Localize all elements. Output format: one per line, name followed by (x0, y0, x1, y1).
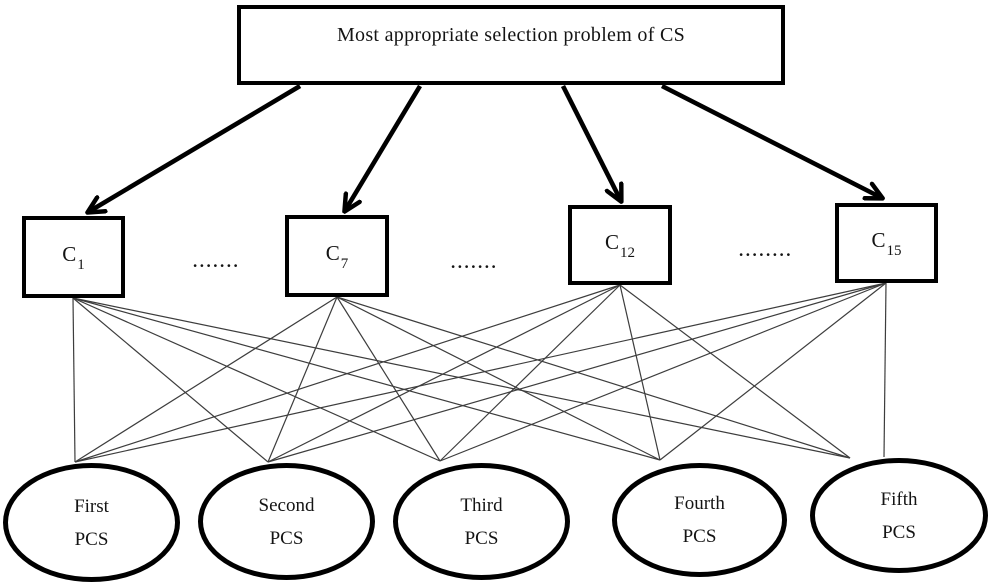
goal-criterion-arrows (90, 83, 880, 211)
alternative-label-line1: Third (460, 494, 503, 516)
criterion-alternative-links (72, 282, 887, 463)
criterion-pcs-link (267, 284, 621, 463)
ellipsis-separator: ....... (193, 252, 241, 271)
criterion-pcs-link (336, 296, 441, 462)
criterion-node-c12: C12 (568, 205, 672, 285)
criterion-pcs-link (74, 284, 621, 463)
criterion-label: C7 (325, 241, 349, 272)
criterion-pcs-link (72, 297, 76, 463)
criterion-pcs-link (267, 296, 338, 463)
criterion-subscript: 7 (340, 255, 349, 272)
goal-to-criterion-arrow (90, 84, 302, 211)
goal-to-criterion-arrow (346, 84, 422, 209)
alternative-label-line2: PCS (882, 521, 916, 543)
criterion-pcs-link (72, 297, 269, 463)
criterion-subscript: 1 (77, 256, 85, 273)
criterion-label: C12 (604, 230, 635, 261)
alternative-label-line1: Fourth (674, 493, 725, 514)
criterion-pcs-link (72, 297, 851, 459)
alternative-node-fifth-pcs: Fifth PCS (810, 458, 988, 573)
alternative-node-second-pcs: Second PCS (198, 463, 375, 580)
criterion-node-c1: C1 (22, 216, 125, 298)
ellipsis-separator: ........ (739, 241, 793, 260)
criterion-pcs-link (619, 284, 661, 461)
criterion-label: C1 (62, 242, 85, 273)
criterion-pcs-link (72, 297, 441, 462)
criterion-pcs-link (883, 282, 887, 458)
criterion-pcs-link (72, 297, 661, 461)
alternative-node-first-pcs: First PCS (3, 463, 180, 582)
criterion-node-c7: C7 (285, 215, 389, 297)
alternative-label-line1: Second (258, 494, 315, 516)
criterion-node-c15: C15 (835, 203, 938, 283)
criterion-pcs-link (74, 282, 887, 463)
goal-to-criterion-arrow (660, 83, 880, 197)
alternative-label-line1: Fifth (880, 488, 918, 510)
criterion-pcs-link (336, 296, 851, 459)
goal-label: Most appropriate selection problem of CS (336, 24, 686, 46)
goal-node: Most appropriate selection problem of CS (237, 5, 785, 85)
criterion-label: C15 (871, 228, 902, 259)
criterion-pcs-link (74, 296, 338, 463)
alternative-label-line2: PCS (682, 526, 717, 547)
criterion-subscript: 15 (886, 242, 902, 259)
alternative-label-line2: PCS (269, 527, 304, 549)
criterion-subscript: 12 (620, 244, 635, 261)
alternative-label-line2: PCS (464, 527, 499, 549)
alternative-node-fourth-pcs: Fourth PCS (612, 463, 787, 577)
alternative-label-line1: First (74, 495, 109, 517)
goal-to-criterion-arrow (560, 84, 620, 199)
alternative-label-line2: PCS (74, 528, 109, 550)
criterion-pcs-link (659, 282, 887, 461)
criterion-pcs-link (267, 282, 887, 463)
criterion-pcs-link (336, 296, 661, 461)
criterion-pcs-link (439, 284, 621, 462)
criterion-pcs-link (619, 284, 851, 459)
ellipsis-separator: ....... (451, 253, 499, 272)
alternative-node-third-pcs: Third PCS (393, 463, 570, 580)
criterion-pcs-link (439, 282, 887, 462)
